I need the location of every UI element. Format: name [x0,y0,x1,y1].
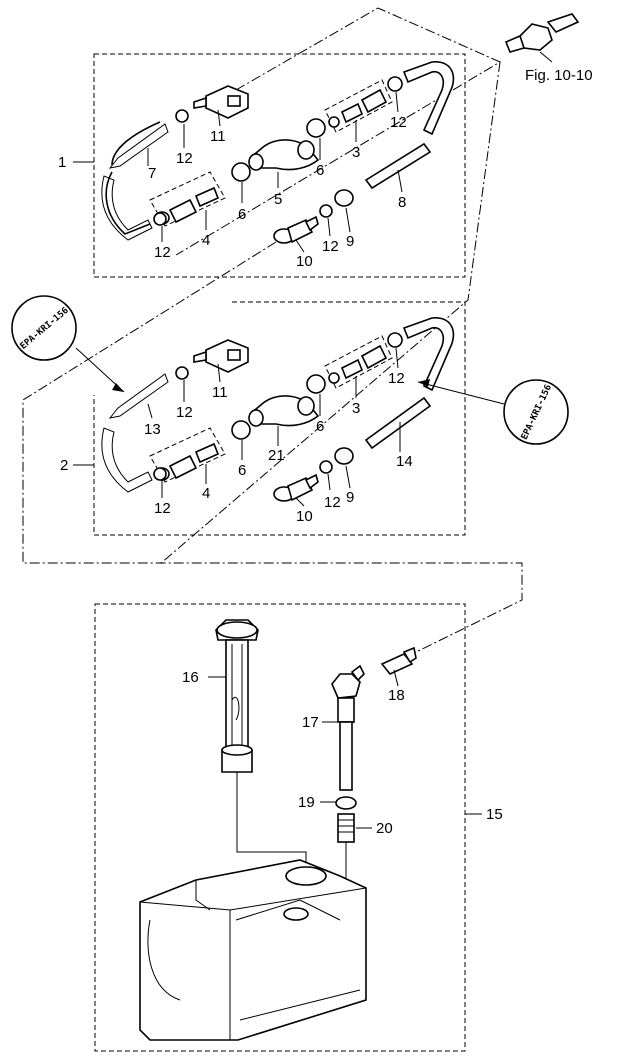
callout-8: 8 [398,194,406,211]
primer-bulb-21 [248,395,320,427]
connector-11-top [193,85,249,119]
hose-right-mid [402,317,455,392]
fitting-3-top [324,79,393,133]
epa-stamp-left: EPA-KRI-156 [11,295,125,393]
callout-10-top: 10 [296,253,313,270]
connector-11-mid [193,339,249,373]
o-ring-19 [335,796,357,810]
callout-16: 16 [182,669,199,686]
elbow-17 [331,664,365,791]
callout-13: 13 [144,421,161,438]
nut-12-bottom-top [153,212,167,226]
hose-8 [364,142,432,190]
callout-12-b: 12 [322,238,339,255]
callout-18: 18 [388,687,405,704]
callout-4-top: 4 [202,232,210,249]
connector-line-middle [22,241,523,656]
callout-12-c: 12 [176,150,193,167]
hose-right-top [402,61,455,136]
group-box-2 [93,301,466,536]
callout-15: 15 [486,806,503,823]
callout-3-top: 3 [352,144,360,161]
nut-12-right-top [387,76,403,92]
filter-20 [337,813,355,843]
callout-4-mid: 4 [202,485,210,502]
callout-12-h: 12 [154,500,171,517]
callout-2: 2 [60,457,68,474]
callout-7: 7 [148,165,156,182]
nut-12-bottom-mid [153,467,167,481]
group-box-1 [93,53,466,278]
fuel-gauge-16 [215,619,259,773]
nut-6-right-mid [306,374,326,394]
hose-14 [364,396,432,450]
callout-9-top: 9 [346,233,354,250]
callout-21: 21 [268,447,285,464]
fig-reference-label[interactable]: Fig. 10-10 [525,67,593,84]
callout-12-d: 12 [154,244,171,261]
callout-9-mid: 9 [346,489,354,506]
connector-line-top [175,7,502,256]
tank-leader-gauge [236,772,307,864]
callout-10-mid: 10 [296,508,313,525]
callout-19: 19 [298,794,315,811]
callout-11-mid: 11 [212,384,228,401]
leader-lines [73,91,482,829]
nut-12-mid-mid [319,460,333,474]
nut-12-left-mid [175,366,189,380]
connector-10-mid [273,473,319,502]
primer-bulb-5 [248,139,320,171]
fuel-tank [139,859,367,1041]
nut-12-left-top [175,109,189,123]
nut-6-left-top [231,162,251,182]
connector-10-top [273,215,319,244]
nut-12-right-mid [387,332,403,348]
callout-17: 17 [302,714,319,731]
group-box-15 [94,603,466,1052]
callout-12-a: 12 [390,114,407,131]
nut-12-mid-top [319,204,333,218]
fitting-4-top [149,171,226,227]
nut-9-top [334,189,354,207]
callout-12-e: 12 [388,370,405,387]
callout-5: 5 [274,191,282,208]
nut-6-left-mid [231,420,251,440]
fitting-3-mid [324,335,393,389]
epa-stamp-right: EPA-KRI-156 [417,379,569,445]
nut-6-right-top [306,118,326,138]
callout-12-f: 12 [324,494,341,511]
callout-1: 1 [58,154,66,171]
callout-20: 20 [376,820,393,837]
connector-line-fig [159,61,501,565]
connector-18 [380,646,417,675]
callout-3-mid: 3 [352,400,360,417]
callout-6-c: 6 [238,462,246,479]
fig-reference-part [504,13,580,63]
nut-9-mid [334,447,354,465]
callout-6-a: 6 [238,206,246,223]
callout-6-b: 6 [316,162,324,179]
callout-14: 14 [396,453,413,470]
callout-6-d: 6 [316,418,324,435]
callout-12-g: 12 [176,404,193,421]
callout-11-top: 11 [210,128,226,145]
